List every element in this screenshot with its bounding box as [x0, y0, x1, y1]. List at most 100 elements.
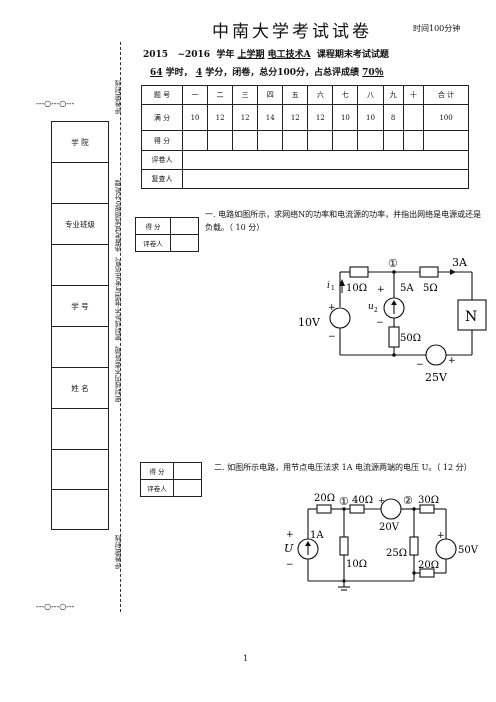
q2-r25: 25Ω	[386, 548, 407, 559]
col-9: 九	[382, 85, 404, 105]
credits-unit: 学分，闭卷，总分100分，占总评成绩	[205, 68, 360, 78]
q2-plus-50v: +	[437, 531, 445, 541]
q2-score-label: 得 分	[140, 462, 174, 480]
full-2: 12	[207, 104, 234, 131]
q1-minus-u2: −	[376, 318, 384, 328]
row-label-reviewer: 复查人	[141, 169, 183, 189]
student-info-table: 学 院 专业班级 学 号 姓 名	[51, 121, 109, 530]
col-8: 八	[357, 85, 384, 105]
q1-node-1: ①	[388, 257, 398, 270]
q1-circuit: ① 3A i 1 10Ω + 5A 5Ω u 2 − + − 10V 50Ω N…	[298, 256, 487, 384]
q1-score-label: 得 分	[135, 217, 171, 235]
col-1: 一	[181, 85, 209, 105]
field-student-id: 学 号	[51, 285, 109, 327]
binding-instruction: 密封线内不要答题，密封线外不准填写考生信息，违者考试成绩按0分处理	[115, 180, 123, 403]
q2-minus-u: −	[286, 560, 294, 570]
q1-text: 一. 电路如图所示，求网络N的功率和电流源的功率，并指出网络是电源或还是负载。（…	[205, 210, 482, 232]
year-end: ~2016	[177, 50, 211, 60]
q1-plus-25v: +	[448, 356, 456, 366]
time-note: 时间100分钟	[413, 24, 461, 33]
col-3: 三	[232, 85, 259, 105]
q2-score-box: 得 分 评卷人	[140, 462, 202, 497]
q1-v10: 10V	[298, 316, 321, 329]
full-6: 12	[307, 104, 334, 131]
col-4: 四	[257, 85, 284, 105]
exam-title: 中南大学考试试卷	[212, 22, 372, 42]
q1-current-3a: 3A	[452, 256, 468, 269]
q1-plus-10v: +	[328, 303, 336, 313]
full-8: 10	[357, 104, 384, 131]
col-5: 五	[282, 85, 309, 105]
course-name: 电工技术A	[267, 50, 311, 60]
q1-minus-10v: −	[328, 332, 336, 342]
q1-minus-25v: −	[416, 360, 424, 370]
q2-r30: 30Ω	[418, 495, 439, 506]
full-5: 12	[282, 104, 309, 131]
q2-r20-bottom: 20Ω	[418, 560, 439, 571]
field-extra-2	[51, 489, 109, 530]
full-3: 12	[232, 104, 259, 131]
credits: 4	[195, 68, 203, 78]
q2-plus-u: +	[286, 530, 294, 540]
binding-dash-line	[120, 42, 121, 612]
page-number: 1	[243, 654, 249, 663]
q2-r40: 40Ω	[352, 495, 373, 506]
q1-r50: 50Ω	[400, 333, 421, 344]
year-word: 学年	[216, 50, 235, 60]
field-name-value[interactable]	[51, 408, 109, 450]
q2-node-1: ①	[339, 495, 349, 508]
term: 上学期	[237, 50, 265, 60]
percent: 70％	[362, 68, 384, 78]
header-line-2: 64 学时， 4 学分，闭卷，总分100分，占总评成绩 70％	[150, 65, 384, 78]
col-7: 七	[332, 85, 359, 105]
q2-v50: 50V	[458, 545, 479, 556]
col-total: 合 计	[423, 85, 469, 105]
field-extra-1	[51, 449, 109, 490]
q1-u2-sub: 2	[374, 307, 378, 314]
field-student-id-value[interactable]	[51, 326, 109, 368]
q1-i1: i	[327, 281, 330, 291]
row-label-full: 满 分	[141, 104, 183, 131]
q2-grader-label: 评卷人	[140, 479, 174, 497]
q2-circuit: 20Ω ① 40Ω ② 30Ω 1A + U − + 20V 10Ω 25Ω +…	[284, 493, 479, 591]
field-class-value[interactable]	[51, 244, 109, 286]
q2-cs-1a: 1A	[310, 530, 324, 541]
binding-mark-bottom: ---○---○---	[36, 602, 75, 611]
full-7: 10	[332, 104, 359, 131]
q2-voltage-u: U	[284, 542, 294, 555]
score-table: 题 号 一 二 三 四 五 六 七 八 九 十 合 计 满 分 10 12 12…	[141, 85, 469, 189]
full-9: 8	[382, 104, 404, 131]
q1-u2: u	[368, 302, 374, 312]
full-1: 10	[181, 104, 209, 131]
q2-text: 二. 如图所示电路，用节点电压法求 1A 电流源两端的电压 U。（ 12 分）	[214, 463, 472, 472]
binding-mark-top: ---○---○---	[36, 99, 75, 108]
hours: 64	[150, 68, 163, 78]
field-name: 姓 名	[51, 367, 109, 409]
course-suffix: 课程期末考试试题	[316, 50, 389, 60]
full-4: 14	[257, 104, 284, 131]
col-2: 二	[207, 85, 234, 105]
header-line-1: 2015 ~2016 学年 上学期 电工技术A 课程期末考试试题	[143, 47, 389, 60]
q1-plus-u2: +	[377, 285, 385, 295]
row-label-grader: 评卷人	[141, 150, 183, 170]
q1-r5: 5Ω	[423, 283, 438, 294]
field-college-value[interactable]	[51, 162, 109, 204]
binding-label-top: 评卷密封线	[115, 80, 123, 114]
q1-r10: 10Ω	[346, 283, 367, 294]
field-college: 学 院	[51, 121, 109, 163]
q1-cs-5a: 5A	[400, 283, 414, 294]
q1-v25: 25V	[425, 371, 448, 384]
q1-grader-label: 评卷人	[135, 234, 171, 252]
field-class: 专业班级	[51, 203, 109, 245]
q2-r10: 10Ω	[346, 559, 367, 570]
q1-score-box: 得 分 评卷人	[135, 217, 199, 252]
row-label-score: 得 分	[141, 130, 183, 151]
year-start: 2015	[143, 50, 169, 60]
hours-unit: 学时，	[165, 68, 193, 78]
q1-network-n: N	[465, 309, 477, 325]
q2-r20-top: 20Ω	[314, 493, 335, 504]
col-6: 六	[307, 85, 334, 105]
q2-plus-20v: +	[378, 496, 385, 505]
q1-i1-sub: 1	[331, 285, 335, 292]
full-total: 100	[423, 104, 469, 131]
